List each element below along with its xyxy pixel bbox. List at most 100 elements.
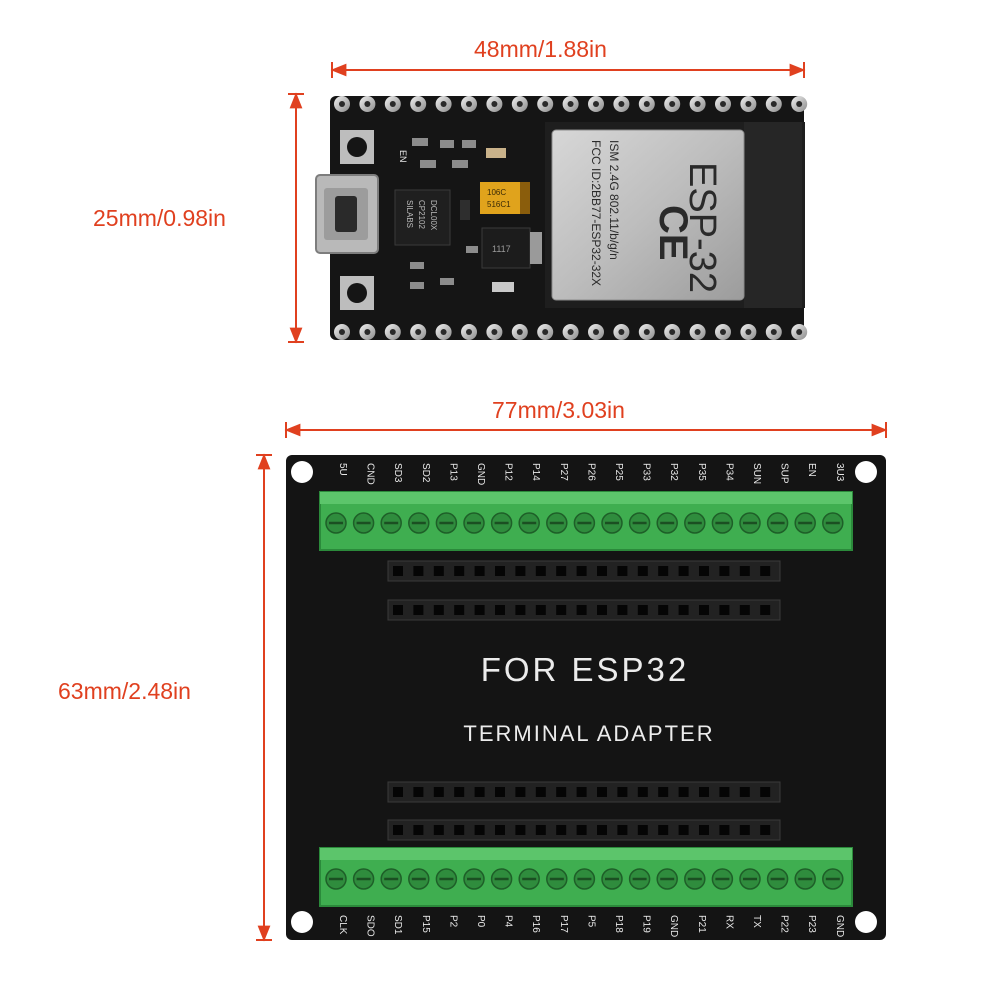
devkit-height-label: 25mm/0.98in <box>93 205 226 231</box>
header-socket <box>474 825 485 835</box>
header-socket <box>678 605 689 615</box>
pin-label: TX <box>751 915 762 928</box>
pin-label: EN <box>806 463 817 477</box>
pin-label: SD1 <box>392 915 403 935</box>
pin-label: P12 <box>503 463 514 481</box>
header-socket <box>699 605 709 615</box>
header-socket <box>678 825 689 835</box>
micro-usb-port <box>315 174 379 254</box>
header-socket <box>597 787 607 797</box>
header-socket <box>739 566 750 576</box>
header-socket <box>719 825 730 835</box>
header-pin-center <box>694 101 701 107</box>
header-pin-center <box>542 329 549 335</box>
header-socket <box>576 605 587 615</box>
header-socket <box>760 566 771 576</box>
header-pin-center <box>364 101 371 107</box>
pin-label: P2 <box>447 915 458 928</box>
pin-label: RX <box>723 915 734 929</box>
pin-label: P21 <box>696 915 707 933</box>
header-socket <box>393 787 403 797</box>
header-socket <box>637 787 648 797</box>
voltage-regulator: 1117 <box>481 227 542 269</box>
header-pin-center <box>466 101 472 107</box>
header-socket <box>658 825 669 835</box>
header-socket <box>699 825 709 835</box>
header-socket <box>637 825 648 835</box>
mounting-holes <box>291 461 877 933</box>
pin-label: CLK <box>337 915 348 935</box>
adapter-height-label: 63mm/2.48in <box>58 678 191 704</box>
header-pin-center <box>567 101 574 107</box>
header-pin-center <box>389 101 396 107</box>
header-socket <box>617 566 628 576</box>
header-socket <box>617 825 628 835</box>
pin-label: P25 <box>613 463 624 481</box>
pin-label: P4 <box>503 915 514 928</box>
header-socket <box>597 825 607 835</box>
module-title: ESP-32 <box>681 162 723 293</box>
header-pin-center <box>796 329 803 335</box>
header-socket <box>393 825 403 835</box>
header-socket <box>413 605 424 615</box>
cap-line-2: 516C1 <box>487 200 511 209</box>
pin-label: 3U3 <box>834 463 845 482</box>
header-socket <box>576 787 587 797</box>
header-pin-center <box>415 329 422 335</box>
header-socket <box>454 566 465 576</box>
top-terminal-block <box>319 491 853 551</box>
pin-label: P0 <box>475 915 486 928</box>
dimension-lines <box>256 62 888 942</box>
header-socket <box>535 787 546 797</box>
header-socket <box>617 605 628 615</box>
terminal-top-edge <box>320 492 852 504</box>
header-socket <box>678 787 689 797</box>
header-socket <box>474 605 485 615</box>
header-pin-center <box>466 329 472 335</box>
header-pin-center <box>643 329 650 335</box>
header-socket <box>556 787 567 797</box>
header-socket <box>617 787 628 797</box>
pin-label: P18 <box>613 915 624 933</box>
header-pin-center <box>339 329 345 335</box>
header-socket <box>515 605 526 615</box>
adapter-width-label: 77mm/3.03in <box>492 397 625 423</box>
header-pin-center <box>491 329 498 335</box>
header-socket <box>413 825 424 835</box>
pin-label: SUP <box>779 463 790 484</box>
header-socket <box>597 605 607 615</box>
header-pin-center <box>389 329 396 335</box>
header-socket <box>393 566 403 576</box>
chip-line-1: SILABS <box>405 200 414 228</box>
header-socket <box>433 605 444 615</box>
header-pin-center <box>415 101 422 107</box>
female-header-rows <box>387 560 781 841</box>
pin-label: 5U <box>337 463 348 476</box>
header-socket <box>678 566 689 576</box>
header-socket <box>576 825 587 835</box>
pin-label: SUN <box>751 463 762 484</box>
terminal-top-edge <box>320 848 852 860</box>
header-pin-center <box>618 101 625 107</box>
header-socket <box>535 825 546 835</box>
pin-label: P15 <box>420 915 431 933</box>
pin-label: P26 <box>585 463 596 481</box>
smd-components <box>410 138 514 292</box>
chip-line-3: DCL00X <box>429 200 438 231</box>
header-pin-center <box>516 101 523 107</box>
boot-button <box>340 130 374 164</box>
tantalum-capacitor: 106C 516C1 <box>480 182 530 214</box>
pin-label: P35 <box>696 463 707 481</box>
header-socket <box>576 566 587 576</box>
header-socket <box>393 605 403 615</box>
header-pin-center <box>364 329 371 335</box>
module-line-2: FCC ID:2BB77-ESP32-32X <box>589 140 603 286</box>
header-socket <box>597 566 607 576</box>
pin-label: GND <box>834 915 845 937</box>
pin-label: P27 <box>558 463 569 481</box>
header-pin-center <box>745 101 752 107</box>
header-socket <box>413 566 424 576</box>
